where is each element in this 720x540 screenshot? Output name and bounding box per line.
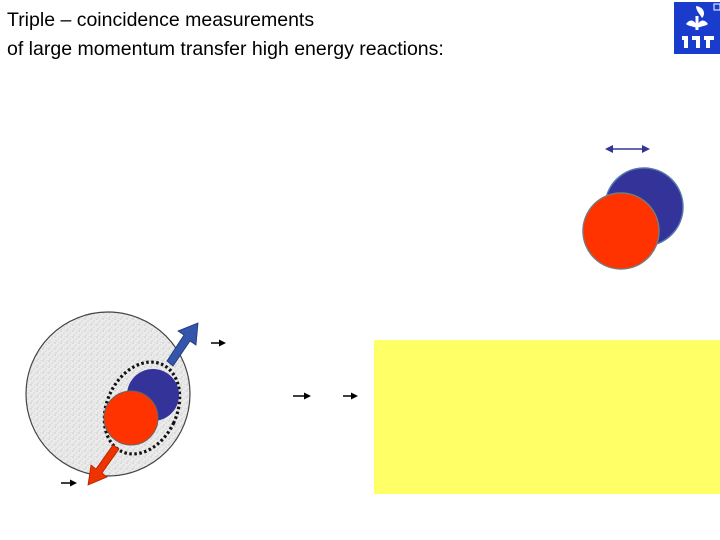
slide-title-line-1: Triple – coincidence measurements: [7, 9, 315, 31]
small-arrow-near-proton-head: [70, 479, 77, 487]
momentum-vector-arrows: [61, 339, 358, 487]
proton-ball-red: [582, 192, 660, 270]
outgoing-neutron-arrow: [166, 322, 199, 367]
small-arrow-middle-1-head: [304, 392, 311, 400]
slide-title-line-2: of large momentum transfer high energy r…: [7, 38, 444, 60]
double-arrow-right-head: [642, 145, 650, 153]
yellow-highlight-box: [374, 340, 720, 494]
nucleus-proton-ball-red: [103, 390, 159, 446]
tel-aviv-university-logo-icon: [674, 2, 720, 54]
correlated-pair-dotted-ring: [102, 360, 182, 456]
slide-title: Triple – coincidence measurements of lar…: [7, 6, 444, 64]
outgoing-proton-arrow: [87, 444, 120, 486]
isolated-nucleon-pair: [582, 145, 684, 270]
nucleus-diagram: [25, 311, 199, 486]
small-arrow-near-neutron-head: [219, 339, 226, 347]
double-arrow-left-head: [605, 145, 613, 153]
small-arrow-middle-2-head: [351, 392, 358, 400]
